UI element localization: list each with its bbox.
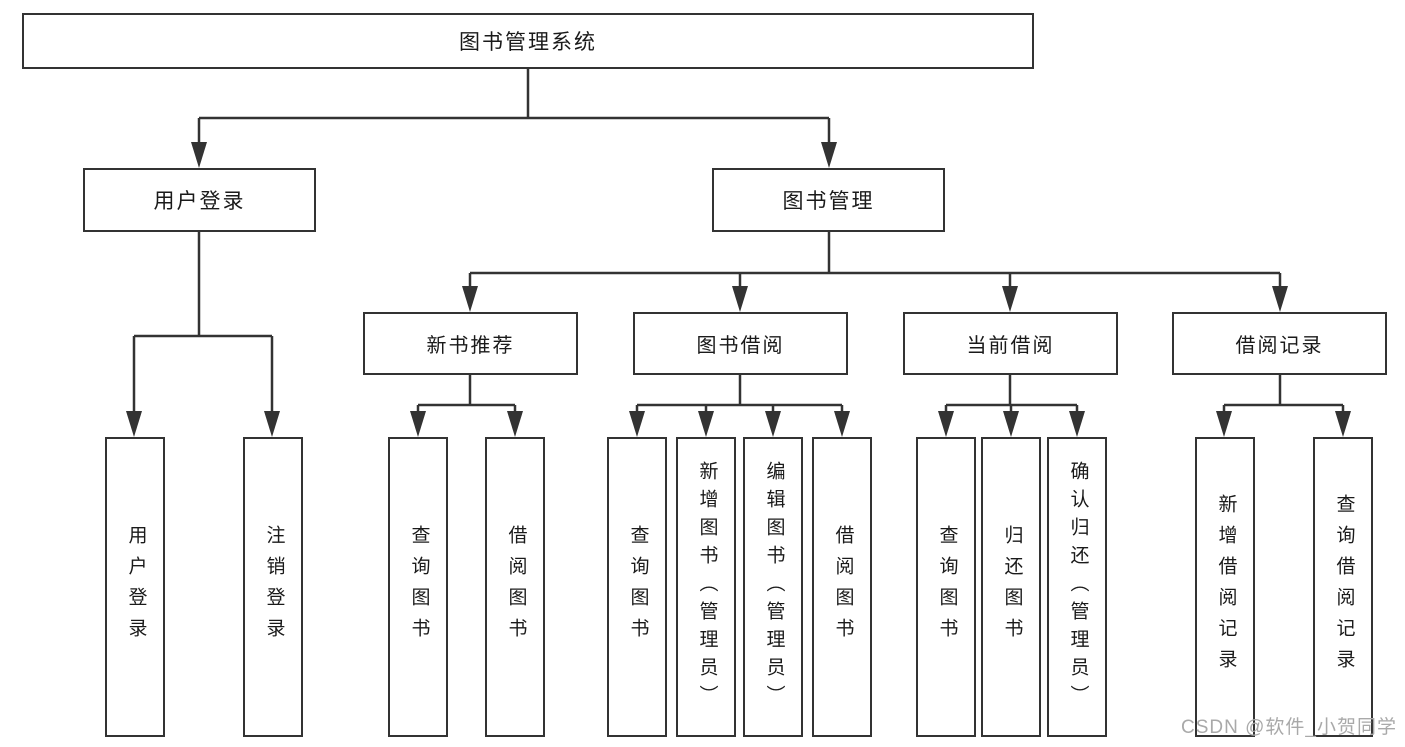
- node-current-borrowing-label: 当前借阅: [966, 335, 1055, 357]
- node-edit-books-admin-label: 编辑图书（管理员）: [763, 461, 785, 713]
- node-new-book-recommend: 新书推荐: [363, 312, 578, 375]
- node-user-login-label: 用户登录: [125, 525, 147, 649]
- node-query-books-recommend: 查询图书: [388, 437, 448, 737]
- csdn-watermark: CSDN @软件_小贺同学: [1181, 717, 1397, 738]
- node-add-books-admin: 新增图书（管理员）: [676, 437, 736, 737]
- node-new-book-recommend-label: 新书推荐: [426, 335, 515, 357]
- node-return-books: 归还图书: [981, 437, 1041, 737]
- node-confirm-return-admin-label: 确认归还（管理员）: [1067, 461, 1089, 713]
- node-add-borrow-record-label: 新增借阅记录: [1215, 494, 1237, 680]
- node-user-login-branch-label: 用户登录: [153, 190, 246, 213]
- node-query-books-current: 查询图书: [916, 437, 976, 737]
- node-add-borrow-record: 新增借阅记录: [1195, 437, 1255, 737]
- node-user-login: 用户登录: [105, 437, 165, 737]
- node-book-management: 图书管理: [712, 168, 945, 232]
- node-book-borrowing-label: 图书借阅: [696, 335, 785, 357]
- node-return-books-label: 归还图书: [1001, 525, 1023, 649]
- node-query-books-borrowing: 查询图书: [607, 437, 667, 737]
- node-query-books-current-label: 查询图书: [936, 525, 958, 649]
- node-library-system-label: 图书管理系统: [459, 31, 597, 54]
- node-query-books-recommend-label: 查询图书: [408, 525, 430, 649]
- node-book-management-label: 图书管理: [782, 190, 875, 213]
- node-borrowing-records: 借阅记录: [1172, 312, 1387, 375]
- node-confirm-return-admin: 确认归还（管理员）: [1047, 437, 1107, 737]
- node-query-borrow-record: 查询借阅记录: [1313, 437, 1373, 737]
- node-edit-books-admin: 编辑图书（管理员）: [743, 437, 803, 737]
- node-query-books-borrowing-label: 查询图书: [627, 525, 649, 649]
- node-library-system: 图书管理系统: [22, 13, 1034, 69]
- node-borrow-books-recommend-label: 借阅图书: [505, 525, 527, 649]
- node-logout: 注销登录: [243, 437, 303, 737]
- node-logout-label: 注销登录: [263, 525, 285, 649]
- node-borrow-books-label: 借阅图书: [832, 525, 854, 649]
- node-borrow-books-recommend: 借阅图书: [485, 437, 545, 737]
- node-user-login-branch: 用户登录: [83, 168, 316, 232]
- node-borrowing-records-label: 借阅记录: [1235, 335, 1324, 357]
- node-current-borrowing: 当前借阅: [903, 312, 1118, 375]
- node-query-borrow-record-label: 查询借阅记录: [1333, 494, 1355, 680]
- node-book-borrowing: 图书借阅: [633, 312, 848, 375]
- node-add-books-admin-label: 新增图书（管理员）: [696, 461, 718, 713]
- node-borrow-books: 借阅图书: [812, 437, 872, 737]
- arrowheads: [126, 142, 1351, 437]
